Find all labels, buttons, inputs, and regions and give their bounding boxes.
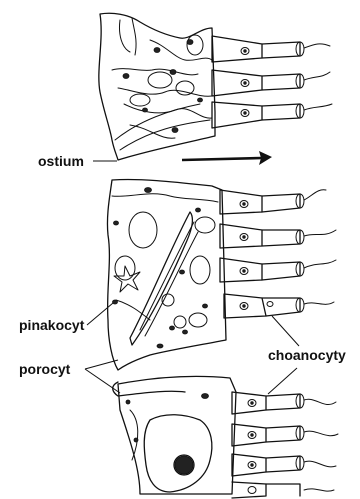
- choanocyte: [232, 482, 334, 498]
- choanocyte: [220, 224, 336, 248]
- choanocyte: [232, 392, 336, 414]
- label-porocyt: porocyt: [19, 361, 71, 377]
- label-pinakocyt: pinakocyt: [19, 317, 85, 333]
- middle-choanocyte-row: [220, 190, 336, 318]
- choanocyte: [212, 102, 332, 128]
- choanocyte: [212, 36, 330, 62]
- choanocyty-leader-1: [272, 316, 299, 346]
- label-ostium: ostium: [38, 153, 84, 169]
- choanocyte: [224, 294, 334, 318]
- choanocyte: [220, 190, 326, 214]
- choanocyte: [212, 70, 330, 96]
- porocyt-leader-1: [85, 360, 118, 369]
- label-choanocyty: choanocyty: [268, 347, 346, 363]
- bottom-tissue-block: [113, 376, 236, 494]
- middle-tissue-block: [107, 179, 226, 370]
- choanocyte: [232, 424, 338, 446]
- top-tissue-block: [99, 13, 215, 160]
- choanocyte: [220, 258, 336, 282]
- pinakocyt-leader: [87, 303, 113, 325]
- bottom-choanocyte-row: [232, 392, 338, 498]
- choanocyte: [232, 454, 336, 476]
- porocyt-leader-2: [85, 369, 120, 393]
- water-flow-arrow: [182, 151, 272, 165]
- top-choanocyte-row: [212, 36, 332, 128]
- choanocyty-leader-2: [268, 368, 297, 394]
